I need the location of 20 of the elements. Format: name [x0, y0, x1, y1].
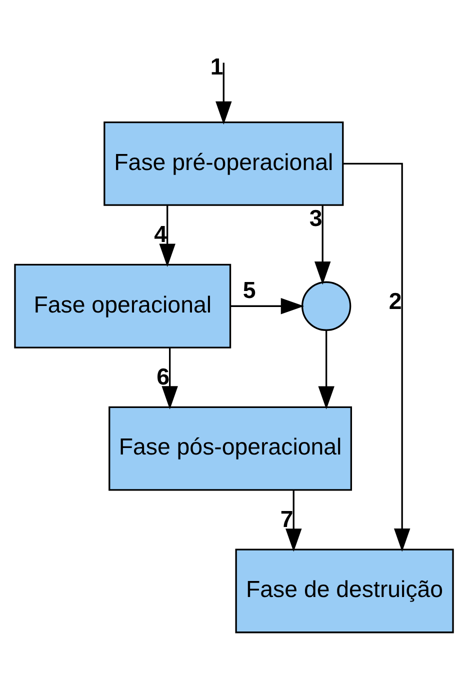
arrow — [314, 205, 331, 284]
arrow — [343, 162, 410, 552]
node-circle — [301, 280, 352, 330]
arrow — [318, 330, 334, 409]
edge-label: 2 — [388, 288, 402, 314]
edge-label: 3 — [309, 204, 322, 231]
arrow — [159, 205, 176, 266]
arrow — [230, 298, 304, 314]
node-box: Fase pós-operacional — [108, 406, 352, 490]
arrow — [216, 62, 232, 124]
arrow — [162, 348, 178, 409]
node-box: Fase operacional — [14, 263, 232, 348]
edge-label: 7 — [280, 505, 294, 532]
node-box: Fase de destruição — [235, 548, 454, 633]
edge-label: 5 — [242, 276, 256, 303]
edge-label: 6 — [156, 362, 170, 389]
node-box: Fase pré-operacional — [104, 120, 344, 206]
arrow — [286, 490, 302, 552]
edge-label: 4 — [154, 220, 167, 247]
edge-label: 1 — [210, 53, 224, 80]
